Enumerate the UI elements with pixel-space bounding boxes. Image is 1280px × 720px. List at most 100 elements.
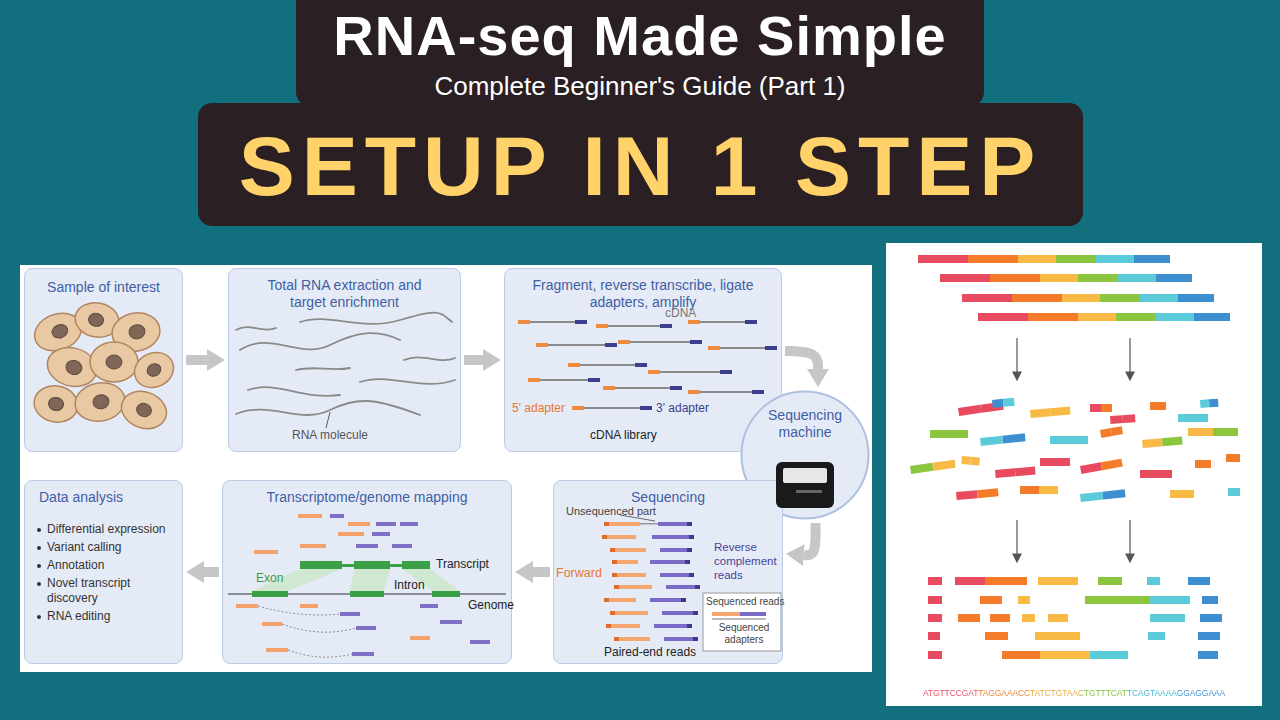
process-panel: Sequencing bbox=[553, 480, 783, 664]
bullet-dot bbox=[37, 615, 41, 619]
mapped-read bbox=[298, 514, 322, 518]
headline: SETUP IN 1 STEP bbox=[198, 111, 1083, 221]
read-end bbox=[689, 573, 694, 577]
read-fragment bbox=[1020, 486, 1039, 494]
forward-read bbox=[614, 637, 650, 641]
flow-arrow bbox=[204, 567, 219, 577]
read-end bbox=[604, 522, 609, 526]
transcript-bar bbox=[918, 255, 968, 263]
forward-read bbox=[606, 624, 640, 628]
read-fragment bbox=[1158, 402, 1166, 410]
read-fragment bbox=[977, 488, 999, 498]
transcript-bar bbox=[1096, 255, 1134, 263]
read-fragment bbox=[1003, 398, 1015, 407]
mapping-illustration bbox=[354, 561, 390, 569]
fragment-bars bbox=[910, 255, 1240, 659]
aligned-read bbox=[958, 614, 980, 622]
title-text: RNA-seq Made Simple bbox=[296, 5, 984, 67]
aligned-read bbox=[1048, 614, 1068, 622]
read-fragment bbox=[1209, 399, 1219, 408]
cdna-strand bbox=[720, 347, 765, 349]
reverse-read bbox=[660, 573, 694, 577]
read-fragment bbox=[1203, 460, 1211, 468]
flow-arrow bbox=[804, 523, 816, 555]
aligned-read bbox=[985, 577, 1027, 585]
aligned-read bbox=[928, 596, 942, 604]
mapped-read bbox=[372, 532, 390, 536]
aligned-read bbox=[1035, 632, 1080, 640]
read-fragment bbox=[932, 460, 955, 471]
read-key-box bbox=[703, 593, 781, 651]
mapped-read bbox=[300, 544, 326, 548]
read-fragment bbox=[1122, 414, 1135, 423]
read-end bbox=[687, 548, 692, 552]
cell-cluster bbox=[88, 312, 105, 327]
read-fragment bbox=[1182, 490, 1194, 498]
bullet-dot bbox=[37, 582, 41, 586]
sequencer-icon bbox=[776, 462, 834, 508]
read-fragment bbox=[1050, 436, 1069, 444]
transcript-bar bbox=[1100, 294, 1140, 302]
adapter-3 bbox=[635, 363, 647, 367]
down-arrows bbox=[1013, 554, 1021, 562]
cdna-strand bbox=[580, 364, 635, 366]
down-arrows bbox=[1016, 520, 1017, 556]
rna-strands bbox=[240, 333, 400, 350]
bullet-dot bbox=[37, 564, 41, 568]
read-fragment bbox=[1142, 437, 1183, 448]
mapped-read bbox=[440, 620, 462, 624]
mapping-illustration bbox=[350, 569, 390, 591]
read-key-box bbox=[703, 593, 781, 651]
mapping-illustration bbox=[300, 564, 430, 567]
adapter-5 bbox=[536, 343, 548, 347]
rna-strands bbox=[360, 379, 455, 384]
cdna-strand bbox=[630, 341, 690, 343]
read-end bbox=[614, 585, 619, 589]
read-fragment bbox=[992, 399, 1004, 408]
reverse-read bbox=[660, 548, 692, 552]
read-fragment bbox=[1228, 488, 1234, 496]
read-end bbox=[614, 637, 619, 641]
read-fragment bbox=[992, 398, 1015, 408]
transcript-bar bbox=[1078, 274, 1118, 282]
adapter-3 bbox=[745, 320, 757, 324]
mapped-read bbox=[356, 626, 376, 630]
panel-heading: Sequencing machine bbox=[755, 407, 855, 441]
adapter-3 bbox=[752, 390, 764, 394]
read-fragment bbox=[1080, 462, 1102, 474]
read-fragment bbox=[1188, 428, 1213, 436]
read-end bbox=[681, 598, 686, 602]
cell-cluster bbox=[135, 401, 154, 418]
aligned-read bbox=[1198, 632, 1220, 640]
read-fragment bbox=[910, 460, 956, 474]
read-end bbox=[612, 573, 617, 577]
read-key-box bbox=[712, 619, 766, 620]
cell-cluster bbox=[43, 342, 101, 392]
read-fragment bbox=[1020, 486, 1058, 494]
cdna-strand bbox=[615, 387, 670, 389]
read-fragment bbox=[1234, 488, 1240, 496]
transcript-bar bbox=[1028, 313, 1078, 321]
transcript-bar bbox=[968, 255, 1018, 263]
read-fragment bbox=[1170, 490, 1194, 498]
read-end bbox=[687, 522, 692, 526]
aligned-read bbox=[1098, 577, 1122, 585]
down-arrows bbox=[1126, 372, 1134, 380]
transcript-bar bbox=[1062, 294, 1100, 302]
mapped-read bbox=[340, 612, 360, 616]
bullet-text: Differential expression bbox=[47, 522, 166, 536]
adapter-5 bbox=[688, 390, 700, 394]
rna-strands bbox=[296, 368, 350, 370]
read-fragment bbox=[1110, 415, 1123, 424]
aligned-read bbox=[928, 577, 942, 585]
adapter-key bbox=[640, 406, 652, 410]
aligned-read bbox=[1038, 577, 1078, 585]
transcript-bar bbox=[1178, 294, 1214, 302]
forward-read bbox=[604, 522, 640, 526]
cell-cluster bbox=[116, 385, 172, 435]
aligned-read bbox=[1040, 651, 1090, 659]
cell-cluster bbox=[145, 362, 163, 379]
reverse-read bbox=[664, 637, 698, 641]
